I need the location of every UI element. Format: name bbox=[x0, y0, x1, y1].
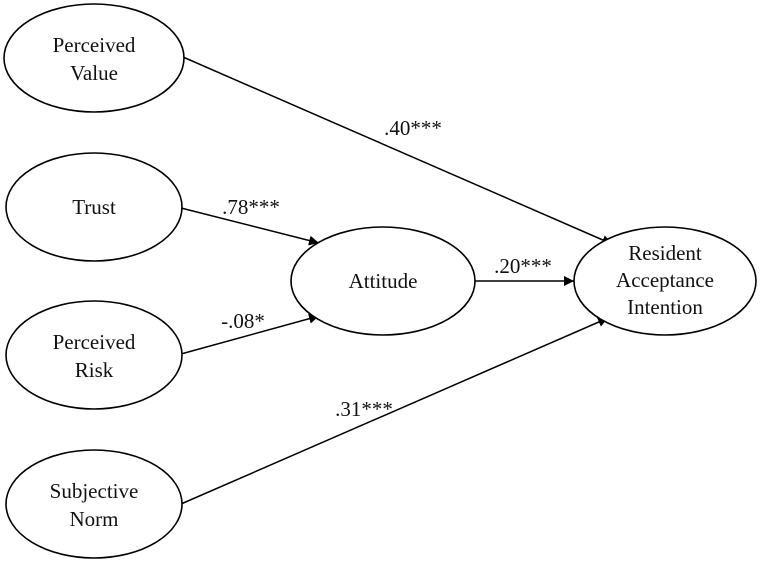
node-resident-acceptance-intention-label-line2: Acceptance bbox=[616, 268, 714, 292]
node-perceived-value-label-line1: Perceived bbox=[53, 33, 136, 57]
edge-risk-to-attitude bbox=[180, 313, 320, 355]
edge-label-attitude-to-intention: .20*** bbox=[494, 254, 552, 278]
node-resident-acceptance-intention-label-line3: Intention bbox=[627, 295, 703, 319]
edge-norm-to-intention bbox=[180, 317, 609, 505]
node-subjective-norm-label-line2: Norm bbox=[70, 507, 119, 531]
node-subjective-norm: Subjective Norm bbox=[5, 449, 183, 559]
node-perceived-risk-label-line2: Risk bbox=[75, 358, 114, 382]
edge-label-perceived-value-to-intention: .40*** bbox=[384, 116, 442, 140]
node-perceived-risk-label-line1: Perceived bbox=[53, 330, 136, 354]
edge-label-norm-to-intention: .31*** bbox=[335, 397, 393, 421]
node-trust: Trust bbox=[5, 152, 183, 262]
node-attitude-label: Attitude bbox=[349, 269, 418, 293]
node-trust-label: Trust bbox=[72, 195, 116, 219]
edge-trust-to-attitude bbox=[180, 207, 320, 246]
node-resident-acceptance-intention: Resident Acceptance Intention bbox=[573, 226, 757, 336]
node-subjective-norm-label-line1: Subjective bbox=[50, 479, 139, 503]
node-perceived-risk: Perceived Risk bbox=[5, 300, 183, 410]
edge-label-risk-to-attitude: -.08* bbox=[221, 309, 265, 333]
node-perceived-value-label-line2: Value bbox=[70, 61, 118, 85]
node-attitude: Attitude bbox=[290, 226, 476, 336]
node-resident-acceptance-intention-label-line1: Resident bbox=[628, 241, 702, 265]
edge-perceived-value-to-intention bbox=[182, 56, 613, 245]
node-perceived-value: Perceived Value bbox=[3, 3, 185, 113]
edge-label-trust-to-attitude: .78*** bbox=[222, 195, 280, 219]
